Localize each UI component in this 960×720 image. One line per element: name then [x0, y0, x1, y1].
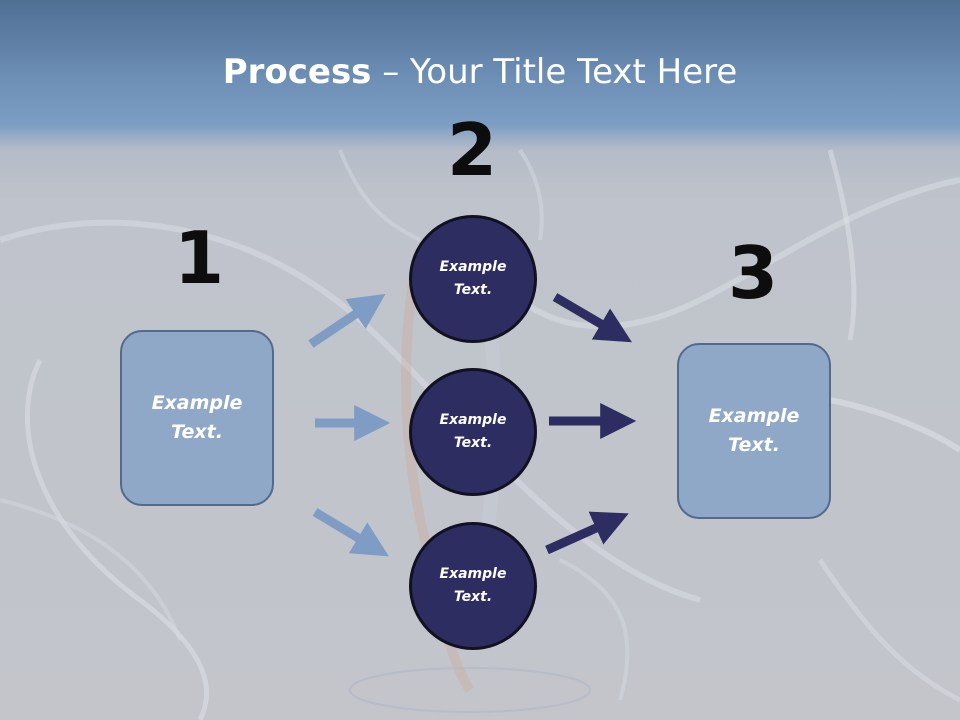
- slide-title: Process – Your Title Text Here: [0, 52, 960, 92]
- circle-top-line2: Text.: [453, 282, 493, 298]
- step-number-3: 3: [727, 231, 779, 315]
- title-bold: Process: [222, 52, 372, 92]
- circle-middle-line1: Example: [439, 412, 507, 428]
- arrow-circle-bottom-to-box: [545, 511, 629, 555]
- arrow-box-to-circle-bottom: [312, 508, 389, 557]
- step-number-1: 1: [173, 216, 225, 300]
- circle-top-line1: Example: [439, 259, 507, 275]
- arrow-circle-top-to-box: [552, 293, 632, 343]
- circle-middle-line2: Text.: [453, 435, 493, 451]
- right-box-line2: Text.: [728, 434, 780, 456]
- left-box-line1: Example: [151, 392, 243, 414]
- right-box-line1: Example: [708, 405, 800, 427]
- circle-bottom-line1: Example: [439, 566, 507, 582]
- arrow-box-to-circle-top: [308, 293, 386, 348]
- title-rest: – Your Title Text Here: [371, 52, 738, 92]
- left-box-line2: Text.: [171, 421, 223, 443]
- step-number-2: 2: [446, 108, 498, 192]
- circle-bottom-line2: Text.: [453, 589, 493, 605]
